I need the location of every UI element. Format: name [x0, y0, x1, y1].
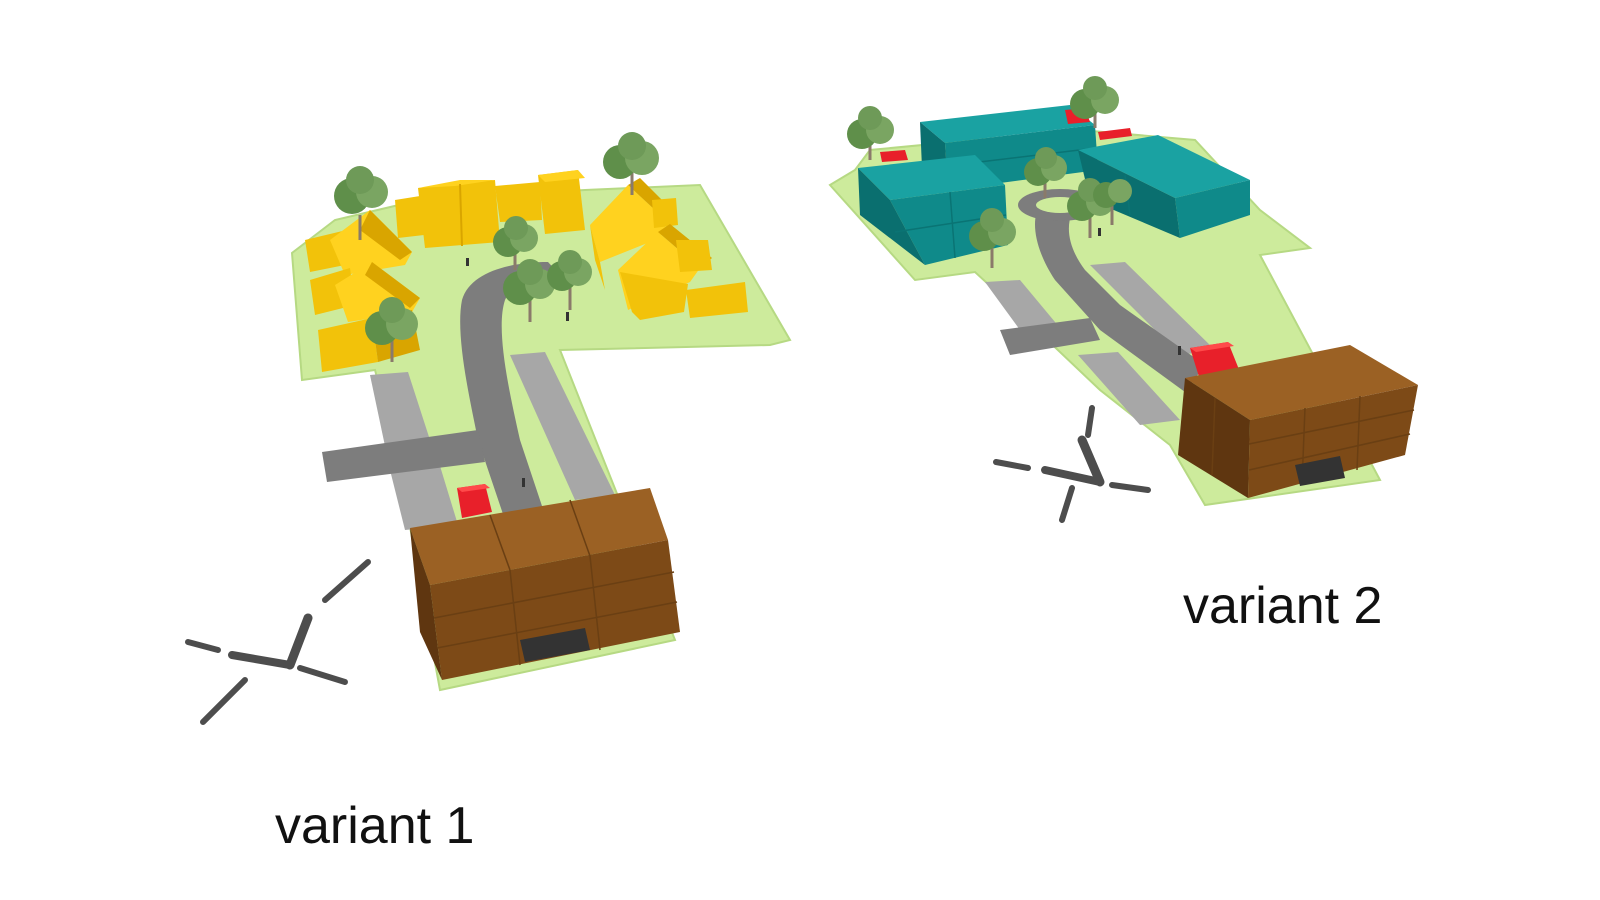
variant-2-parking-garage [1178, 345, 1418, 498]
wind-turbine-icon [185, 559, 371, 725]
variant-1-side-road [322, 430, 485, 482]
tree-icon [603, 132, 659, 195]
tree-icon [365, 297, 418, 362]
tree-icon [969, 208, 1016, 268]
variant-1-parking-left-lower [390, 466, 458, 530]
tree-icon [547, 250, 592, 310]
variant-1-site-model [290, 132, 792, 692]
tree-icon [334, 166, 388, 240]
pedestrian-icon [566, 312, 569, 321]
pedestrian-icon [1098, 228, 1101, 236]
variant-2-label: variant 2 [1183, 577, 1383, 635]
pedestrian-icon [522, 478, 525, 487]
variant-2-side-road [1000, 318, 1100, 355]
variant-1-red-box [457, 484, 492, 518]
variant-1-parking-right [510, 352, 615, 500]
pedestrian-icon [466, 258, 469, 266]
tree-icon [1093, 179, 1132, 225]
variant-2-site-model [828, 76, 1418, 507]
tree-icon [503, 259, 555, 322]
variant-1-label: variant 1 [275, 797, 475, 855]
variant-2-road [1035, 205, 1205, 392]
variant-2-red-box [1098, 128, 1132, 140]
variant-2-parking-left [985, 280, 1060, 330]
variant-2-parking-right [1090, 262, 1215, 355]
variant-1-road [460, 262, 560, 520]
variant-1-parking-left [370, 372, 430, 446]
variant-1-house-group-right [590, 178, 748, 320]
tree-icon [1070, 76, 1119, 128]
variant-2-parking-lower [1078, 352, 1180, 425]
variant-1-parking-garage [410, 488, 680, 680]
tree-icon [493, 216, 538, 270]
tree-icon [847, 106, 894, 160]
pedestrian-icon [1178, 346, 1181, 355]
variant-1-house-group-top [395, 170, 585, 248]
variant-2-red-box [880, 150, 908, 162]
wind-turbine-icon [993, 405, 1151, 523]
tree-icon [1024, 147, 1067, 198]
